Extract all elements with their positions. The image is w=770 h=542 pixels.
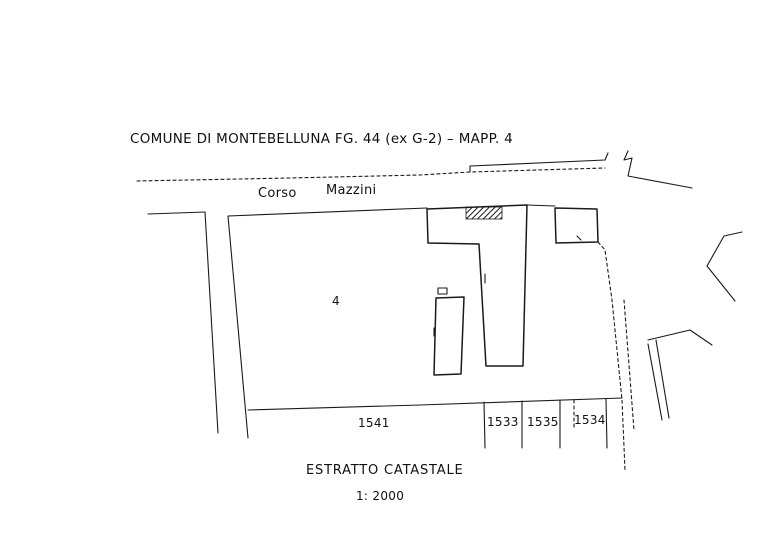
parcel-number-1541: 1541	[358, 416, 390, 430]
parcel-top-right	[526, 204, 556, 207]
divider-4	[605, 398, 608, 449]
parcel-top-edge	[227, 207, 428, 217]
left-boundary-inner	[227, 215, 249, 439]
building-main	[426, 204, 528, 367]
divider-1	[483, 401, 486, 449]
street-corner-right	[623, 150, 693, 189]
right-fragment-4	[655, 339, 670, 419]
building-right	[554, 207, 599, 244]
right-fragment-3	[647, 343, 663, 421]
extract-title: ESTRATTO CATASTALE	[306, 463, 464, 478]
parcel-number-1534: 1534	[574, 413, 606, 427]
parcel-number-main: 4	[332, 294, 340, 308]
building-right-tick	[576, 235, 582, 241]
right-fragment-2	[647, 329, 713, 346]
right-fragment-5	[623, 299, 635, 431]
right-fragment-1	[706, 231, 743, 302]
street-label-mazzini: Mazzini	[326, 183, 377, 198]
building-annex	[433, 296, 465, 376]
parcel-bottom-edge	[247, 397, 623, 411]
map-title: COMUNE DI MONTEBELLUNA FG. 44 (ex G-2) –…	[130, 131, 514, 147]
left-boundary-outer	[204, 211, 219, 434]
annex-symbol	[437, 287, 448, 295]
street-bottom-left	[147, 211, 206, 215]
building-hatch	[465, 206, 503, 220]
street-top-boundary	[136, 167, 606, 182]
parcel-number-1535: 1535	[527, 415, 559, 429]
map-scale: 1: 2000	[356, 489, 405, 503]
street-label-corso: Corso	[258, 186, 297, 201]
street-top-boundary-end	[469, 152, 609, 173]
parcel-right-boundary	[597, 241, 626, 471]
parcel-number-1533: 1533	[487, 415, 519, 429]
